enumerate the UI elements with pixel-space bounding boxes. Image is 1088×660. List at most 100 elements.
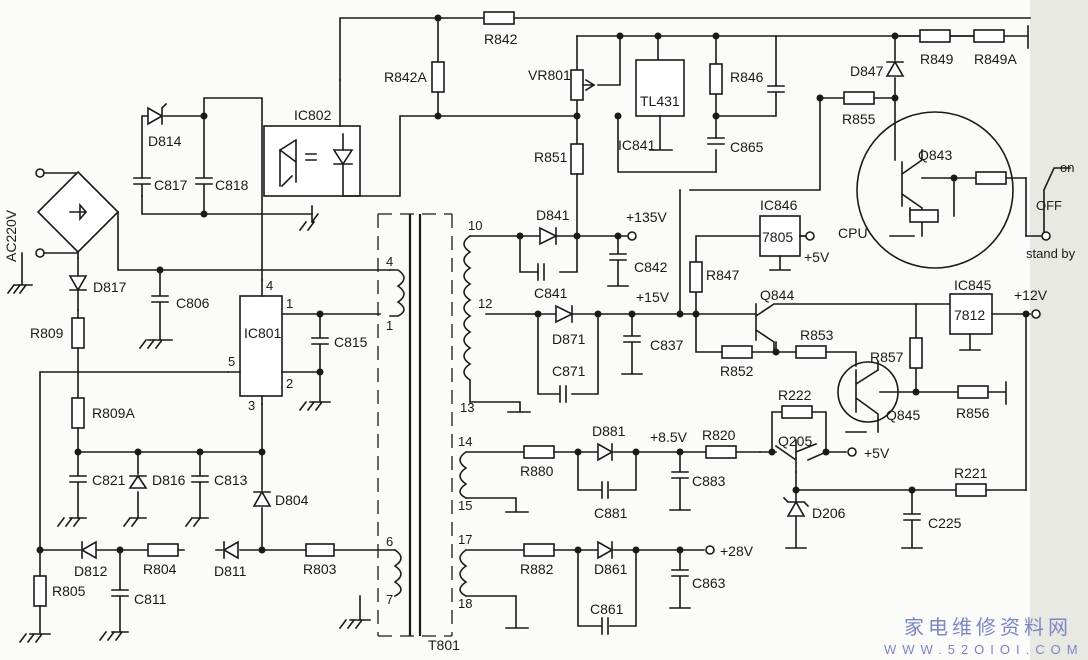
t-pin13: 13 <box>460 400 474 415</box>
resistor-r880 <box>523 445 555 459</box>
r857-label: R857 <box>870 349 904 365</box>
t-pin4: 4 <box>386 254 393 269</box>
q843-label: Q843 <box>918 147 952 163</box>
resistor-r856 <box>957 385 989 399</box>
ic801-pin3: 3 <box>248 398 255 413</box>
resistor-r853 <box>795 345 827 359</box>
output-8-5v: R880 D881 C881 +8.5V C883 <box>520 423 761 521</box>
r847-label: R847 <box>706 267 740 283</box>
t-pin12: 12 <box>478 296 492 311</box>
c842-label: C842 <box>634 259 668 275</box>
r842a-label: R842A <box>384 69 427 85</box>
t-pin15: 15 <box>458 498 472 513</box>
c863-label: C863 <box>692 575 726 591</box>
d847-label: D847 <box>850 63 884 79</box>
ac-terminal-top <box>35 168 45 178</box>
resistor-r221 <box>781 405 813 419</box>
diode-d847 <box>885 60 905 77</box>
r803-label: R803 <box>303 561 337 577</box>
resistor-r852 <box>721 345 753 359</box>
switch-off-label: OFF <box>1036 198 1062 213</box>
r852-label: R852 <box>720 363 754 379</box>
watermark-title: 家电维修资料网 <box>904 615 1072 639</box>
resistor-r882 <box>523 543 555 557</box>
d816-label: D816 <box>152 472 186 488</box>
d841-label: D841 <box>536 207 570 223</box>
diode-d804 <box>252 490 272 507</box>
regulation-section: R842 R842A VR801 R851 TL431 IC841 R846 <box>339 11 1076 269</box>
resistor-r809 <box>71 317 85 349</box>
resistor-r855 <box>843 91 875 105</box>
resistor-r849 <box>919 29 951 43</box>
ic845-label: IC845 <box>954 277 992 293</box>
r809-label: R809 <box>30 325 64 341</box>
diode-d871 <box>555 304 574 324</box>
q205-label: Q205 <box>778 433 812 449</box>
r222-label: R221 <box>954 465 988 481</box>
diode-d814 <box>147 106 164 126</box>
c841-label: C841 <box>534 285 568 301</box>
resistor-r849a <box>973 29 1005 43</box>
page-edge <box>1030 0 1088 660</box>
c871-label: C871 <box>552 363 586 379</box>
resistor-r847 <box>689 261 703 293</box>
c806-label: C806 <box>176 295 210 311</box>
transformer-section: T801 4 1 6 7 10 12 13 14 15 17 18 <box>338 213 681 653</box>
c865-label: C865 <box>730 139 764 155</box>
c881-label: C881 <box>594 505 628 521</box>
t-pin18: 18 <box>458 596 472 611</box>
terminal-5v <box>847 447 857 457</box>
c817-label: C817 <box>154 177 188 193</box>
r842-label: R842 <box>484 31 518 47</box>
r856-label: R856 <box>956 405 990 421</box>
c818-label: C818 <box>215 177 249 193</box>
resistor-r842 <box>483 11 515 25</box>
controller-section: IC801 4 1 2 3 5 C815 <box>227 278 381 413</box>
d881-label: D881 <box>592 423 626 439</box>
d811-label: D811 <box>214 563 247 579</box>
c837-label: C837 <box>650 337 684 353</box>
optocoupler-section: IC802 <box>263 107 578 197</box>
standby-label: stand by <box>1026 246 1076 261</box>
output-28v: R882 D861 C861 +28V C863 <box>520 540 754 635</box>
r849-label: R849 <box>920 51 954 67</box>
resistor-r851 <box>570 143 584 175</box>
ic801-label: IC801 <box>244 325 282 341</box>
resistor-r805 <box>33 575 47 607</box>
switch-on-label: on <box>1060 160 1074 175</box>
resistor-r820 <box>705 445 737 459</box>
ic846-label: IC846 <box>760 197 798 213</box>
tl431-label: TL431 <box>640 93 680 109</box>
input-section: AC220V D817 R809 R809A C821 D816 <box>3 97 396 644</box>
c811-label: C811 <box>134 591 167 607</box>
resistor-r846 <box>709 63 723 95</box>
t-pin1: 1 <box>386 318 393 333</box>
terminal-28v <box>705 545 715 555</box>
c821-label: C821 <box>92 472 126 488</box>
c861-label: C861 <box>590 601 624 617</box>
cpu-label: CPU <box>838 225 868 241</box>
zener-d206 <box>786 500 806 517</box>
q844-label: Q844 <box>760 287 794 303</box>
t-pin17: 17 <box>458 532 472 547</box>
r820-label: R820 <box>702 427 736 443</box>
r855-label: R855 <box>842 111 876 127</box>
r849a-label: R849A <box>974 51 1017 67</box>
vr801-label: VR801 <box>528 67 571 83</box>
diode-d881 <box>597 442 614 462</box>
terminal-135v <box>627 231 637 241</box>
ic801-pin2: 2 <box>286 376 293 391</box>
d817-label: D817 <box>93 279 127 295</box>
v135-label: +135V <box>626 209 668 225</box>
diode-d812 <box>80 540 97 560</box>
c815-label: C815 <box>334 334 368 350</box>
t-pin14: 14 <box>458 434 472 449</box>
d804-label: D804 <box>275 492 309 508</box>
t-pin10: 10 <box>468 218 482 233</box>
ic846-out: +5V <box>804 249 830 265</box>
c883-label: C883 <box>692 473 726 489</box>
diode-d841 <box>539 226 558 246</box>
v15-label: +15V <box>636 289 670 305</box>
